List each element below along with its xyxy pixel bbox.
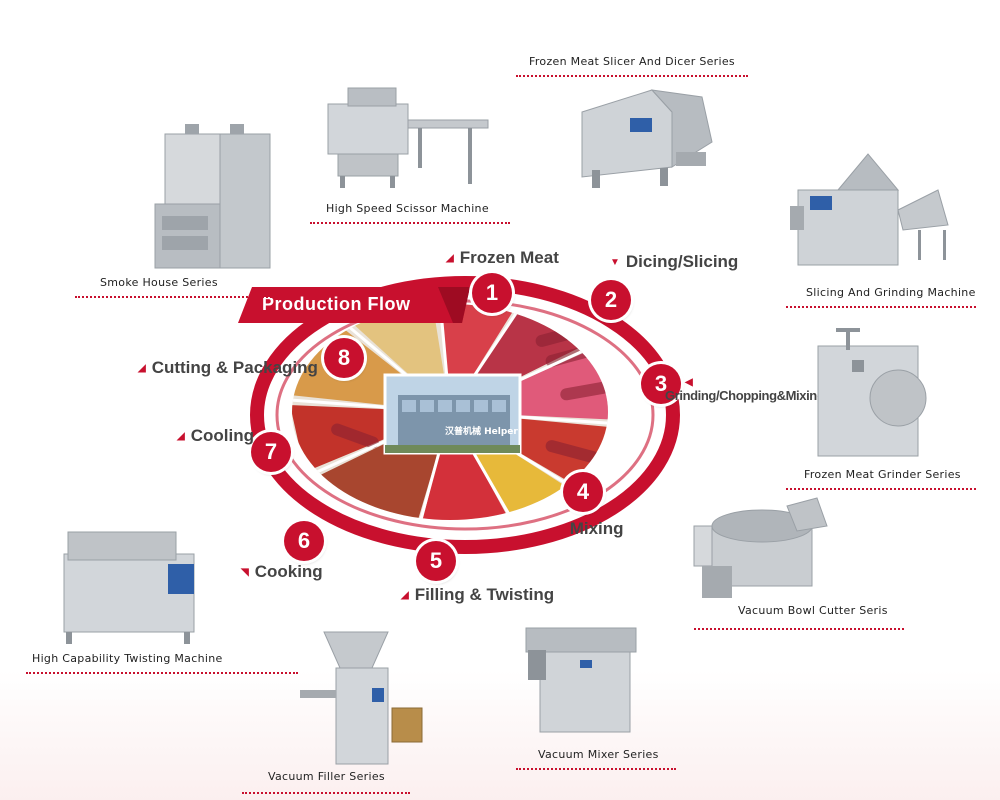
dotted-divider: [516, 75, 748, 77]
dotted-divider: [516, 768, 676, 770]
pointer-triangle-icon: ◢: [556, 524, 564, 535]
slicing-grinding-machine-image: [790, 153, 949, 266]
dotted-divider: [242, 792, 410, 794]
dotted-divider: [694, 628, 904, 630]
twisting-machine-image: [63, 531, 195, 644]
dotted-divider: [75, 296, 280, 298]
step-label-8: ◢Cutting & Packaging: [138, 358, 318, 377]
step-badge-7: 7: [251, 432, 291, 472]
high-speed-scissor-machine-image: [327, 87, 489, 188]
vacuum-bowl-cutter-image: [693, 497, 828, 598]
machine-label-twisting: High Capability Twisting Machine: [32, 652, 223, 665]
dotted-divider: [786, 488, 976, 490]
step-badge-4: 4: [563, 472, 603, 512]
background-blush: [0, 670, 1000, 800]
step-label-2: ▼Dicing/Slicing: [610, 252, 739, 271]
step-badge-6: 6: [284, 521, 324, 561]
step-label-6: ◥Cooking: [241, 562, 323, 581]
flow-ring: [250, 276, 680, 554]
smoke-house-image: [154, 124, 271, 269]
dotted-divider: [26, 672, 298, 674]
machine-label-slicing-grinding: Slicing And Grinding Machine: [806, 286, 976, 299]
pointer-triangle-icon: ◥: [241, 567, 249, 578]
step-label-3: ◀ Grinding/Chopping&Mixing: [665, 377, 825, 403]
brand-sign: 汉普机械 Helper: [445, 427, 518, 437]
step-badge-3: 3: [641, 364, 681, 404]
machine-label-smoke-house: Smoke House Series: [100, 276, 218, 289]
step-label-1: ◢Frozen Meat: [446, 248, 559, 267]
dotted-divider: [310, 222, 510, 224]
vacuum-filler-image: [300, 631, 423, 765]
pointer-triangle-icon: ◢: [401, 590, 409, 601]
pointer-triangle-icon: ◢: [446, 253, 454, 264]
machine-label-vacuum-filler: Vacuum Filler Series: [268, 770, 385, 783]
machine-label-slicer-dicer: Frozen Meat Slicer And Dicer Series: [529, 55, 735, 68]
machine-label-scissor: High Speed Scissor Machine: [326, 202, 489, 215]
step-badge-1: 1: [472, 273, 512, 313]
pointer-triangle-icon: ◢: [177, 431, 185, 442]
frozen-meat-grinder-image: [817, 328, 927, 457]
machine-label-bowl-cutter: Vacuum Bowl Cutter Seris: [738, 604, 888, 617]
step-label-5: ◢Filling & Twisting: [401, 585, 555, 604]
banner-title: Production Flow: [262, 294, 411, 314]
vacuum-mixer-image: [525, 627, 637, 733]
machine-label-vacuum-mixer: Vacuum Mixer Series: [538, 748, 659, 761]
factory-building-photo: [383, 373, 522, 455]
frozen-meat-slicer-dicer-image: [581, 89, 713, 188]
pointer-triangle-icon: ◀: [685, 377, 693, 388]
pointer-triangle-icon: ▼: [610, 257, 620, 268]
step-label-7: ◢Cooling: [177, 426, 254, 445]
step-badge-8: 8: [324, 338, 364, 378]
machine-label-grinder: Frozen Meat Grinder Series: [804, 468, 961, 481]
step-label-4: ◢Mixing: [556, 519, 624, 538]
pointer-triangle-icon: ◢: [138, 363, 146, 374]
step-badge-2: 2: [591, 280, 631, 320]
step-badge-5: 5: [416, 541, 456, 581]
production-flow-banner: [238, 287, 470, 323]
dotted-divider: [786, 306, 976, 308]
